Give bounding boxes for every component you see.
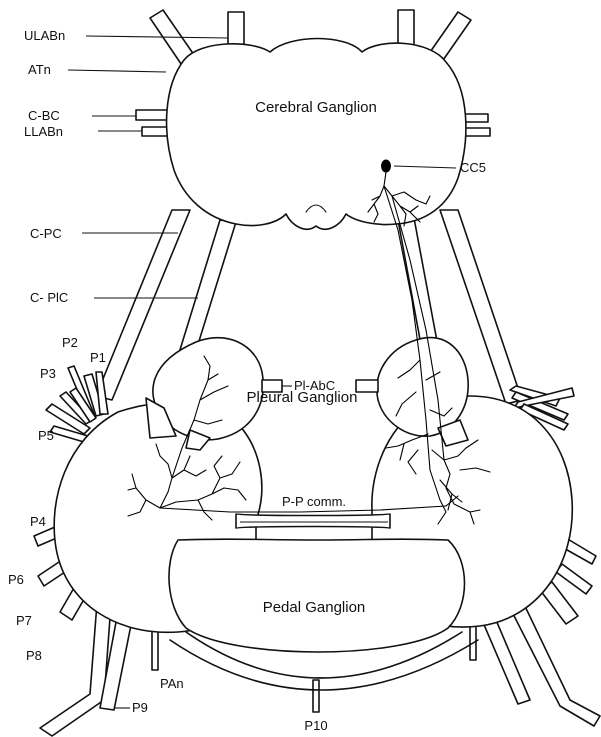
cerebral-ganglion-group bbox=[167, 39, 466, 230]
rp9-nerve bbox=[508, 600, 600, 726]
llabn-label: LLABn bbox=[24, 124, 63, 139]
pp-comm-band bbox=[236, 514, 390, 528]
cerebral-ganglion bbox=[167, 39, 466, 230]
p1-label: P1 bbox=[90, 350, 106, 365]
cbc-label: C-BC bbox=[28, 108, 60, 123]
p9-label: P9 bbox=[132, 700, 148, 715]
ulabn-label: ULABn bbox=[24, 28, 65, 43]
p10-nerve bbox=[313, 680, 319, 712]
atn-leader bbox=[68, 70, 166, 72]
cc5-soma bbox=[381, 160, 391, 173]
cerebral-ganglion-label: Cerebral Ganglion bbox=[255, 99, 377, 116]
pp-comm-label: P-P comm. bbox=[282, 494, 346, 509]
p6-label: P6 bbox=[8, 572, 24, 587]
plabc-nerve-right bbox=[356, 380, 378, 392]
p7-label: P7 bbox=[16, 613, 32, 628]
p10-label: P10 bbox=[304, 718, 327, 733]
p5-label: P5 bbox=[38, 428, 54, 443]
p2-label: P2 bbox=[62, 335, 78, 350]
pedal-ganglion-label: Pedal Ganglion bbox=[263, 599, 366, 616]
plabc-label: Pl-AbC bbox=[294, 378, 335, 393]
cpc-label: C-PC bbox=[30, 226, 62, 241]
cc5-label: CC5 bbox=[460, 160, 486, 175]
pan-label: PAn bbox=[160, 676, 184, 691]
atn-label: ATn bbox=[28, 62, 51, 77]
p8-label: P8 bbox=[26, 648, 42, 663]
pedal-ganglion-center bbox=[169, 539, 465, 652]
rp6-nerve bbox=[556, 564, 592, 594]
cplc-label: C- PlC bbox=[30, 290, 68, 305]
ulabn-leader bbox=[86, 36, 228, 38]
p3-label: P3 bbox=[40, 366, 56, 381]
p4-label: P4 bbox=[30, 514, 46, 529]
